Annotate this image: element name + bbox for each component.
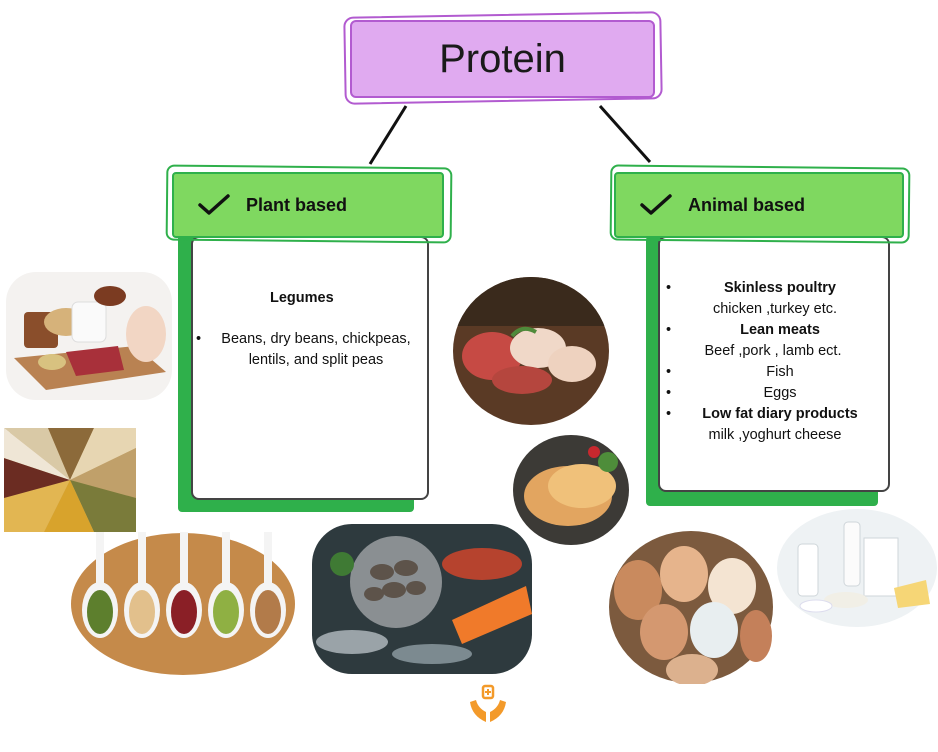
title-text: Protein — [439, 36, 566, 81]
list-item: • Lean meats Beef ,pork , lamb ect. — [666, 320, 880, 362]
list-item: • Eggs — [666, 383, 880, 404]
bullet: • — [196, 331, 202, 347]
list-item-detail: Beef ,pork , lamb ect. — [704, 343, 842, 359]
legumes-item-text: Beans, dry beans, chickpeas, lentils, an… — [221, 331, 411, 368]
check-icon — [640, 194, 672, 215]
plant-card — [191, 236, 429, 500]
dairy-image — [777, 509, 937, 627]
connector-right — [598, 105, 652, 163]
legumes-heading: Legumes — [270, 290, 334, 306]
bullet: • — [666, 280, 672, 296]
eggs-image — [609, 531, 773, 684]
bullet: • — [666, 364, 672, 380]
list-item-heading: Low fat diary products — [702, 406, 858, 422]
seafood-image — [312, 524, 532, 674]
list-item-heading: Fish — [766, 364, 794, 380]
bullet: • — [666, 406, 672, 422]
list-item-detail: milk ,yoghurt cheese — [708, 427, 842, 443]
hands-logo-icon — [470, 684, 506, 722]
diagram-title: Protein — [350, 20, 655, 98]
legumes-block: Legumes • Beans, dry beans, chickpeas, l… — [196, 288, 416, 371]
plant-header: Plant based — [172, 172, 444, 238]
check-icon — [198, 194, 230, 215]
legume-spoons-image — [71, 532, 295, 675]
bullet: • — [666, 322, 672, 338]
connector-left — [368, 105, 408, 165]
list-item-heading: Eggs — [763, 385, 797, 401]
list-item: • Fish — [666, 362, 880, 383]
grilled-chicken-image — [513, 435, 629, 545]
grains-image — [4, 428, 136, 532]
list-item-heading: Skinless poultry — [723, 280, 836, 296]
list-item: • Low fat diary products milk ,yoghurt c… — [666, 404, 880, 446]
animal-list: • Skinless poultry chicken ,turkey etc. … — [666, 278, 880, 446]
animal-header: Animal based — [614, 172, 904, 238]
list-item: • Skinless poultry chicken ,turkey etc. — [666, 278, 880, 320]
legumes-item: • Beans, dry beans, chickpeas, lentils, … — [196, 329, 416, 371]
animal-header-label: Animal based — [688, 194, 806, 215]
bullet: • — [666, 385, 672, 401]
list-item-detail: chicken ,turkey etc. — [712, 301, 838, 317]
list-item-heading: Lean meats — [740, 322, 820, 338]
meat-poultry-image — [452, 276, 610, 425]
plant-header-label: Plant based — [246, 194, 348, 215]
protein-foods-image — [6, 272, 172, 400]
